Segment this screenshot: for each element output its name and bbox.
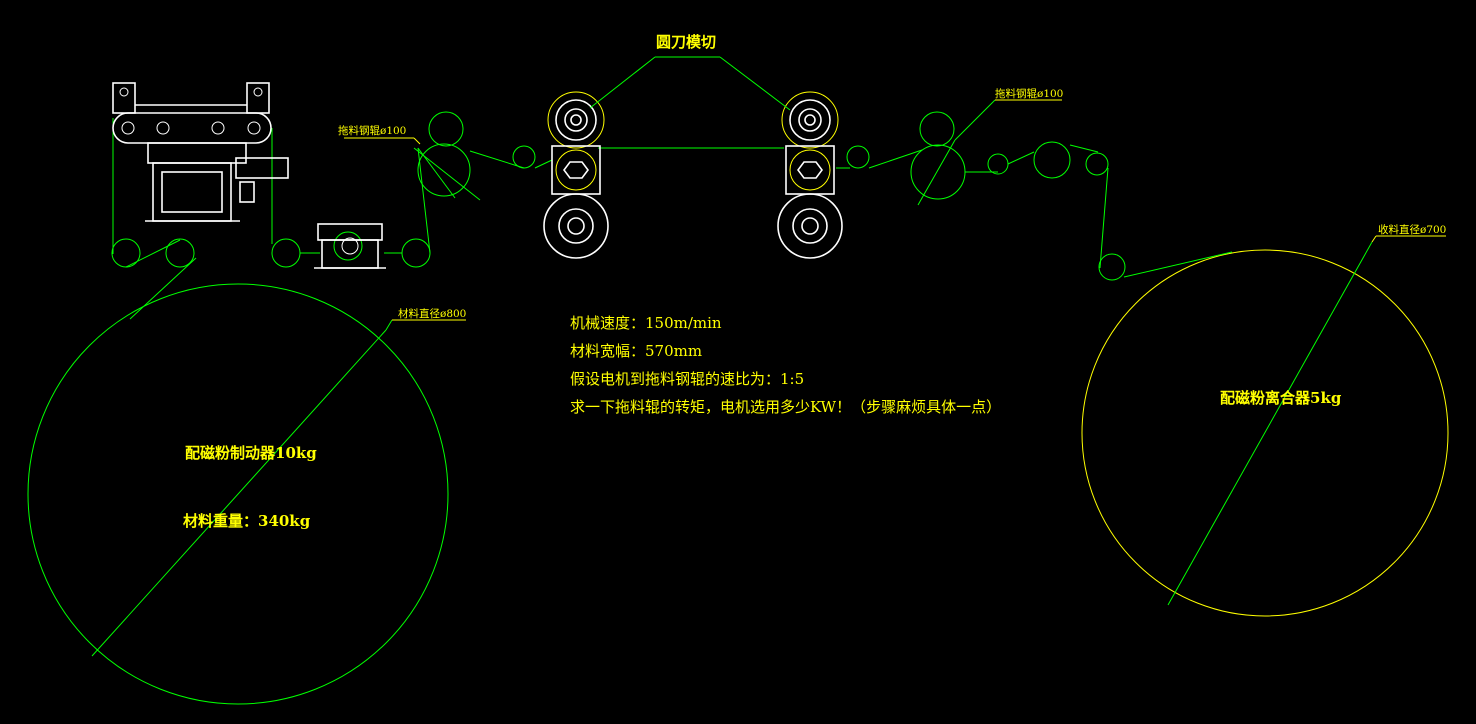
rewind-reel	[1081, 235, 1449, 617]
material-weight-label: 材料重量：340kg	[183, 512, 311, 530]
rotary-die-left	[543, 91, 609, 259]
guide-base-unit	[314, 223, 386, 269]
note-width: 材料宽幅：570mm	[570, 342, 702, 360]
unwind-reel	[27, 283, 466, 705]
web-path	[111, 99, 1233, 320]
brake-label: 配磁粉制动器10kg	[185, 444, 317, 462]
unwind-frame	[112, 82, 289, 222]
rewind-diameter-label: 收料直径ø700	[1378, 223, 1446, 236]
spec-notes: 机械速度：150m/min 材料宽幅：570mm 假设电机到拖料钢辊的速比为：1…	[570, 314, 1001, 416]
cutter-leader	[589, 56, 791, 111]
note-question: 求一下拖料辊的转矩，电机选用多少KW！（步骤麻烦具体一点）	[570, 398, 1001, 416]
cutter-title: 圆刀模切	[656, 33, 716, 51]
rotary-die-right	[777, 91, 843, 259]
note-ratio: 假设电机到拖料钢辊的速比为：1:5	[570, 370, 804, 388]
note-speed: 机械速度：150m/min	[570, 314, 722, 332]
right-roller-label: 拖料钢辊ø100	[995, 87, 1063, 100]
clutch-label: 配磁粉离合器5kg	[1220, 389, 1342, 407]
left-roller-label: 拖料钢辊ø100	[338, 124, 406, 137]
unwind-diameter-label: 材料直径ø800	[398, 307, 466, 320]
